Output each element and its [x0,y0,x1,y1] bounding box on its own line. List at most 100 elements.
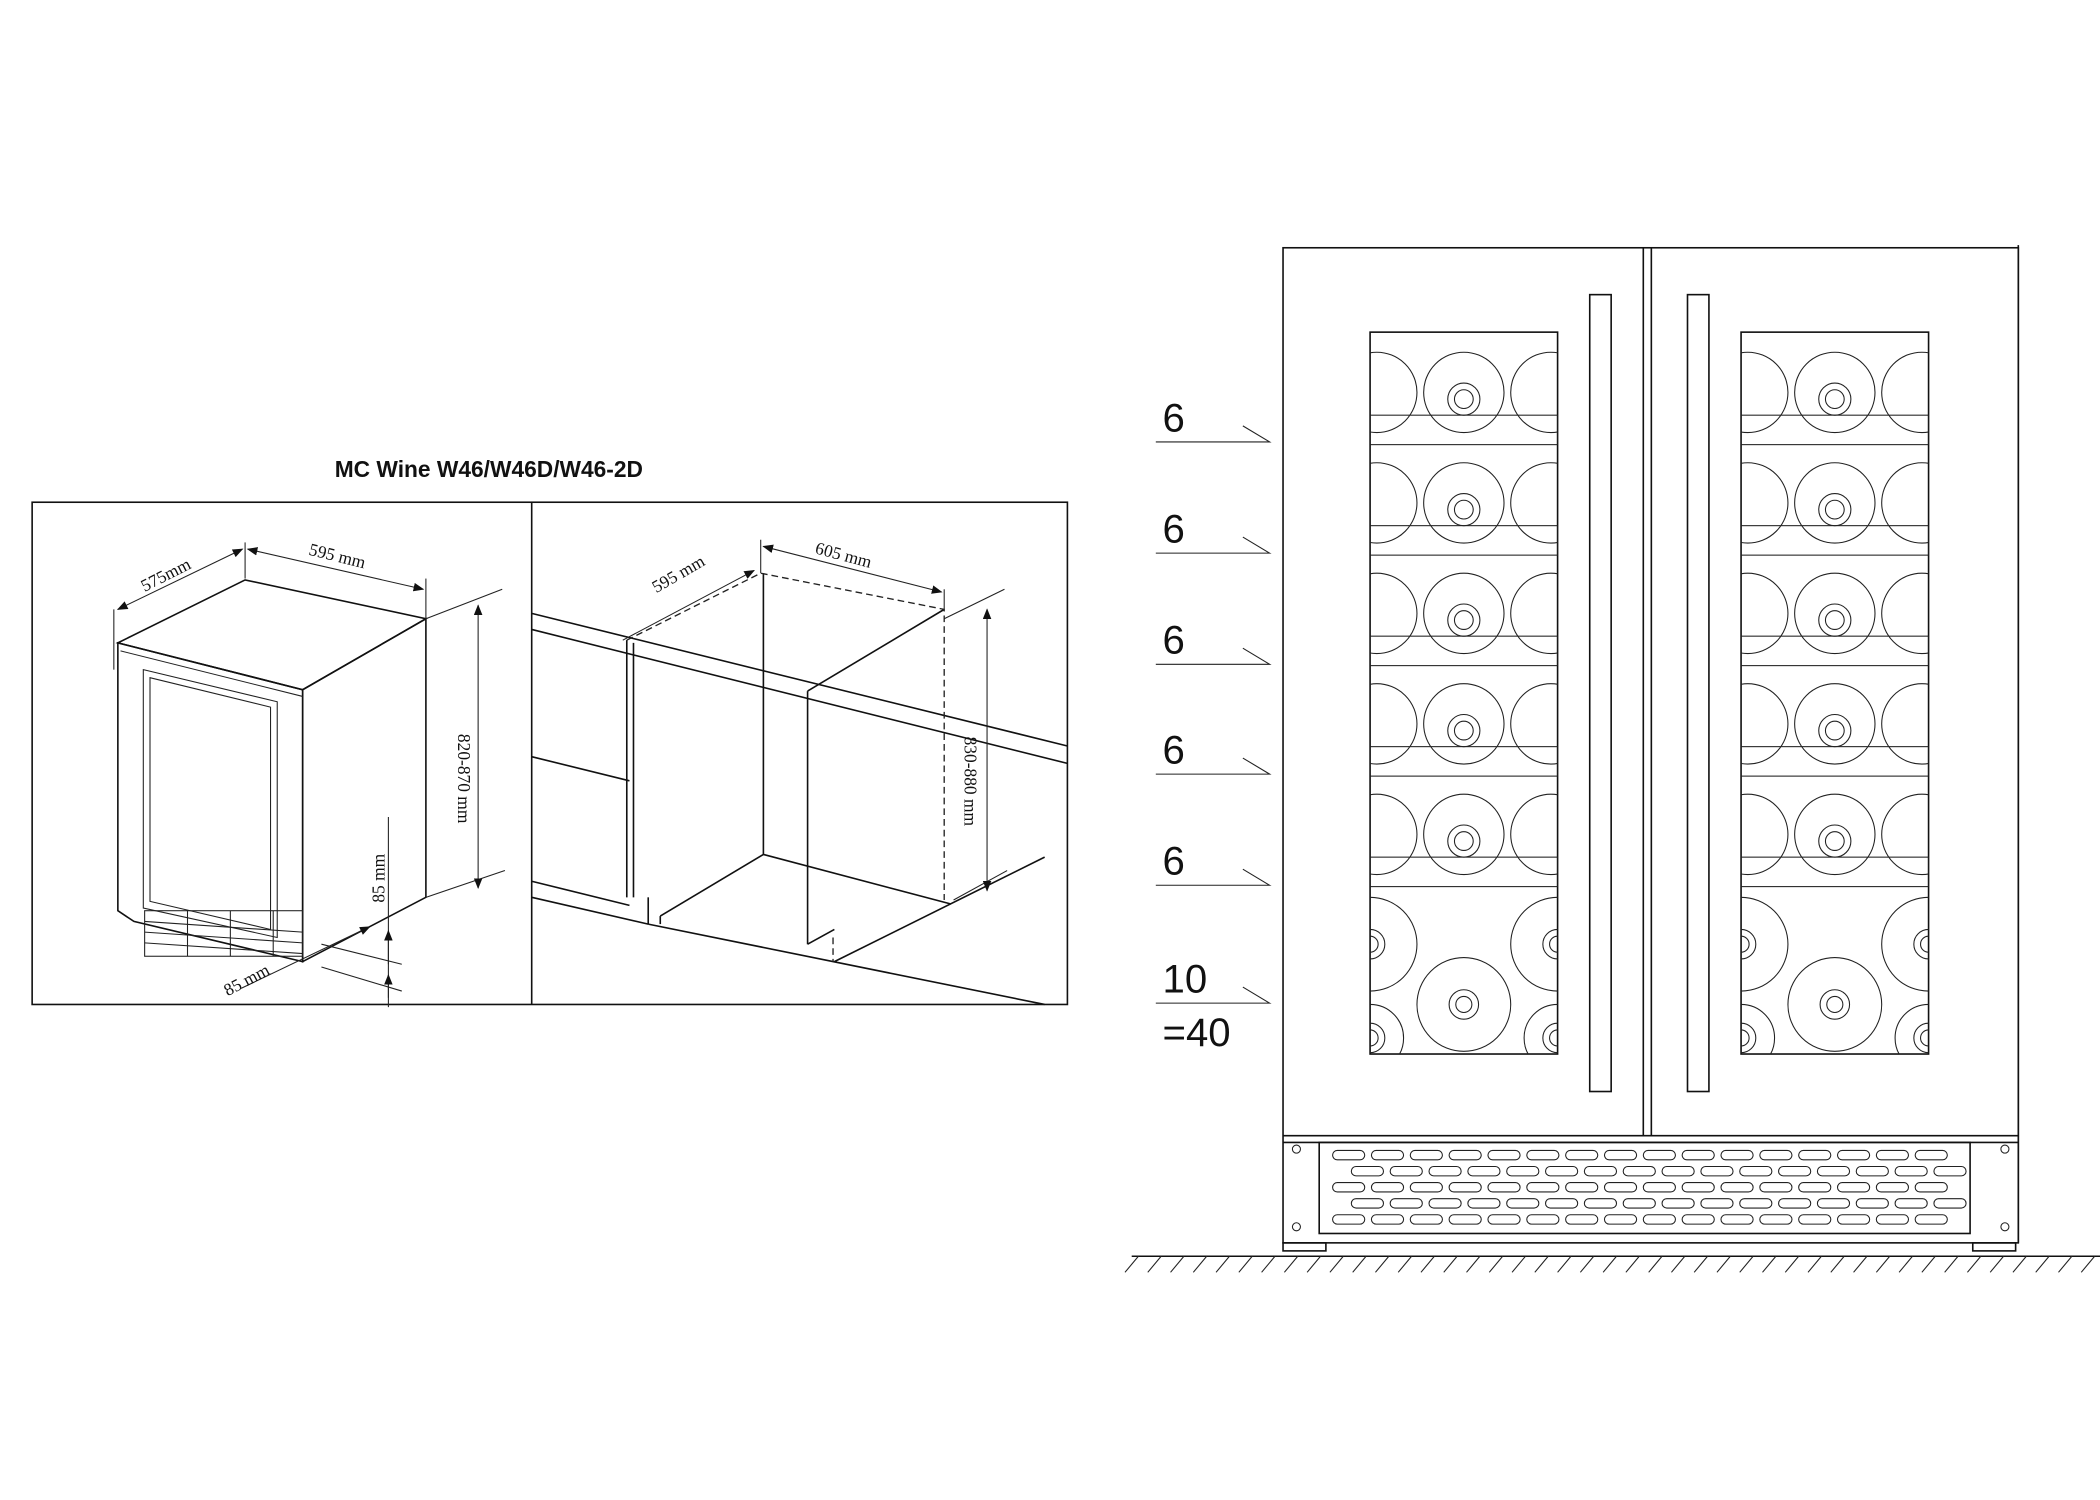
grille-slot [1914,1149,1948,1161]
grille-slot [1370,1182,1405,1193]
grille-slot [1332,1149,1366,1161]
left-window [1369,331,1559,1055]
grille-slot [1836,1182,1871,1193]
bottle-end [1510,462,1558,544]
bottle-end [1881,793,1929,876]
bottle-neck [1824,720,1845,741]
grille-slot [1816,1198,1851,1209]
bottle-neck [1824,499,1845,520]
bottle-end [1370,896,1418,992]
grille-slot [1370,1149,1405,1161]
grille-slot [1544,1198,1579,1209]
grille-slot [1798,1182,1832,1193]
shelf [1741,856,1929,888]
bottle-end [1741,462,1789,544]
floor-hatch [1352,1255,1367,1273]
grille-slot [1428,1198,1462,1209]
niche-height-label: 830-880 mm [960,737,980,827]
bottle-end [1881,683,1929,765]
bottle-end [1423,683,1505,765]
bottle-end [1881,462,1929,544]
bottle-neck [1549,1029,1558,1047]
floor-hatch [1557,1255,1572,1273]
label-leader [1155,757,1272,775]
bottle-neck [1453,720,1474,741]
ventilation-grille [1318,1141,1971,1235]
grille-slot [1798,1214,1832,1225]
grille-slot [1583,1198,1618,1209]
bottle-neck [1453,831,1474,851]
grille-slot [1642,1149,1676,1161]
floor-hatch [1511,1255,1526,1273]
bottle-neck [1741,928,1757,960]
grille-slot [1467,1165,1501,1177]
bottle-end [1416,957,1512,1052]
bottle-neck [1818,713,1852,748]
bottle-end [1523,1003,1558,1055]
grille-slot [1778,1198,1812,1209]
bottle-neck [1913,928,1929,960]
floor-hatch [1443,1255,1458,1273]
bottle-end [1423,351,1505,434]
bottle-neck [1542,928,1558,960]
grille-slot [1739,1165,1773,1177]
grille-slot [1914,1214,1948,1225]
grille-slot [1565,1149,1599,1161]
grille-slot [1622,1198,1656,1209]
bottle-end [1370,793,1418,876]
floor-hatch [1261,1255,1276,1273]
bottle-neck [1453,499,1474,520]
bottle-neck [1741,1022,1757,1054]
floor-hatch [1921,1255,1936,1273]
floor-hatch [1830,1255,1845,1273]
bottle-neck [1826,995,1844,1014]
niche-drawing [531,539,1068,1006]
bottle-neck [1448,989,1480,1020]
grille-slot [1448,1182,1482,1193]
shelf [1741,414,1929,446]
floor-hatch [1989,1255,2004,1273]
grille-slot [1681,1182,1715,1193]
floor-hatch [1466,1255,1481,1273]
bottle-end [1794,572,1876,655]
bottle-end [1881,572,1929,655]
grille-slot [1350,1198,1385,1209]
grille-slot [1583,1165,1618,1177]
floor-hatch [1579,1255,1595,1273]
grille-slot [1894,1165,1928,1177]
bottle-end [1741,683,1789,765]
grille-slot [1526,1214,1560,1225]
bottle-neck [1824,389,1845,410]
grille-slot [1487,1214,1521,1225]
floor-hatch [2080,1255,2096,1273]
floor-hatch [1215,1255,1230,1273]
bottle-end [1741,572,1789,655]
bottle-end [1794,793,1876,876]
bottle-end [1510,896,1558,992]
bottle-end [1423,462,1505,544]
floor-hatch [1283,1255,1299,1273]
bottle-neck [1824,831,1845,851]
floor-hatch [1648,1255,1663,1273]
bottle-neck [1447,603,1481,637]
grille-slot [1467,1198,1501,1209]
total-capacity: =40 [1163,1010,1231,1055]
grille-slot [1389,1165,1423,1177]
grille-slot [1739,1198,1773,1209]
grille-slot [1875,1182,1910,1193]
grille-slot [1759,1149,1793,1161]
grille-slot [1875,1214,1910,1225]
floor-hatch [2035,1255,2050,1273]
floor-hatch [1602,1255,1617,1273]
grille-slot [1642,1214,1676,1225]
grille-slot [1933,1165,1967,1177]
grille-slot [1506,1165,1540,1177]
grille-slot [1603,1214,1638,1225]
floor-hatch [1397,1255,1413,1273]
plinth-height-label: 85 mm [368,853,388,902]
grille-slot [1350,1165,1385,1177]
plinth-depth-label: 85 mm [220,959,273,1000]
bottle-neck [1819,989,1851,1020]
grille-slot [1759,1182,1793,1193]
